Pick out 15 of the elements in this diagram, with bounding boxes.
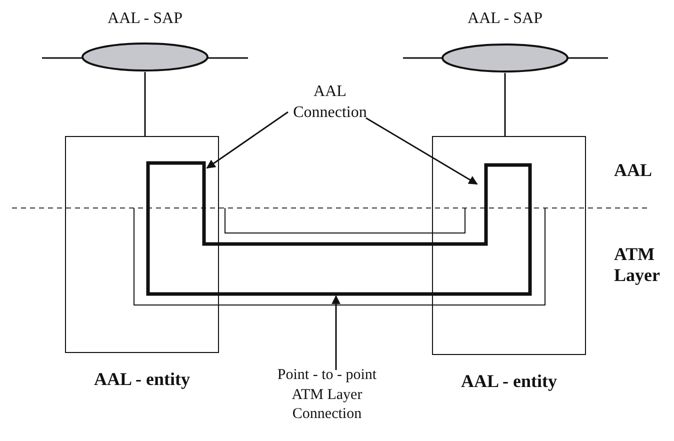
entity-label: AAL - entity bbox=[93, 369, 191, 390]
entity-label: AAL - entity bbox=[460, 371, 558, 392]
callout-text: Point - to - point ATM Layer Connection bbox=[276, 366, 378, 424]
callout-text: AAL Connection bbox=[292, 82, 368, 123]
connection-line bbox=[224, 208, 466, 234]
leader-arrow bbox=[206, 111, 288, 169]
connector-line bbox=[504, 73, 506, 136]
sap-label: AAL - SAP bbox=[106, 10, 184, 28]
sap-label: AAL - SAP bbox=[466, 10, 544, 28]
connection-line bbox=[134, 208, 546, 306]
leader-arrow bbox=[332, 295, 340, 370]
leader-arrow bbox=[366, 117, 478, 185]
layer-label: ATM Layer bbox=[614, 244, 661, 286]
connector-line bbox=[144, 72, 146, 136]
layer-label: AAL bbox=[614, 160, 654, 181]
